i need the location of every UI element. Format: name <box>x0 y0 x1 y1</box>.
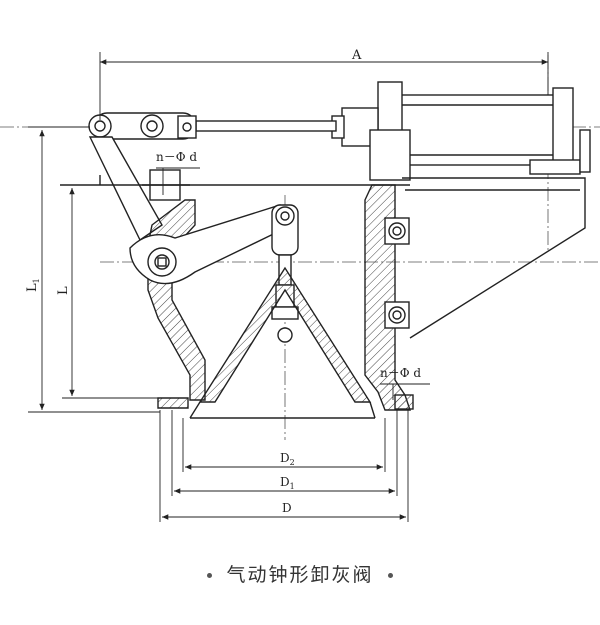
air-cylinder <box>195 81 591 181</box>
bullet-right <box>387 573 393 578</box>
valve-drawing: A L1 L n－Φ d n－Φ d D2 <box>0 48 600 522</box>
crank-arm <box>129 204 293 285</box>
dim-L <box>62 184 160 399</box>
dim-D-group <box>159 410 409 522</box>
right-wall <box>364 184 414 411</box>
holes-top-callout <box>156 167 200 195</box>
dim-D2-label: D2 <box>280 451 295 467</box>
holes-bottom-label: n－Φ d <box>380 366 421 380</box>
dim-L1-label: L1 <box>25 278 41 292</box>
bullet-left <box>207 573 213 578</box>
dim-A <box>99 52 549 120</box>
dim-D1-label: D1 <box>280 475 295 491</box>
holes-top-label: n－Φ d <box>156 150 197 164</box>
bell-cone <box>189 266 376 419</box>
right-bracket <box>402 177 586 339</box>
caption-text: 气动钟形卸灰阀 <box>226 564 374 586</box>
dim-L-label: L <box>56 286 71 295</box>
dim-D-label: D <box>282 501 292 515</box>
dim-A-label: A <box>351 48 362 63</box>
dim-L1 <box>28 126 160 413</box>
figure-caption: 气动钟形卸灰阀 <box>0 560 600 587</box>
holes-bottom-callout <box>380 383 430 400</box>
upper-lever <box>88 112 197 242</box>
